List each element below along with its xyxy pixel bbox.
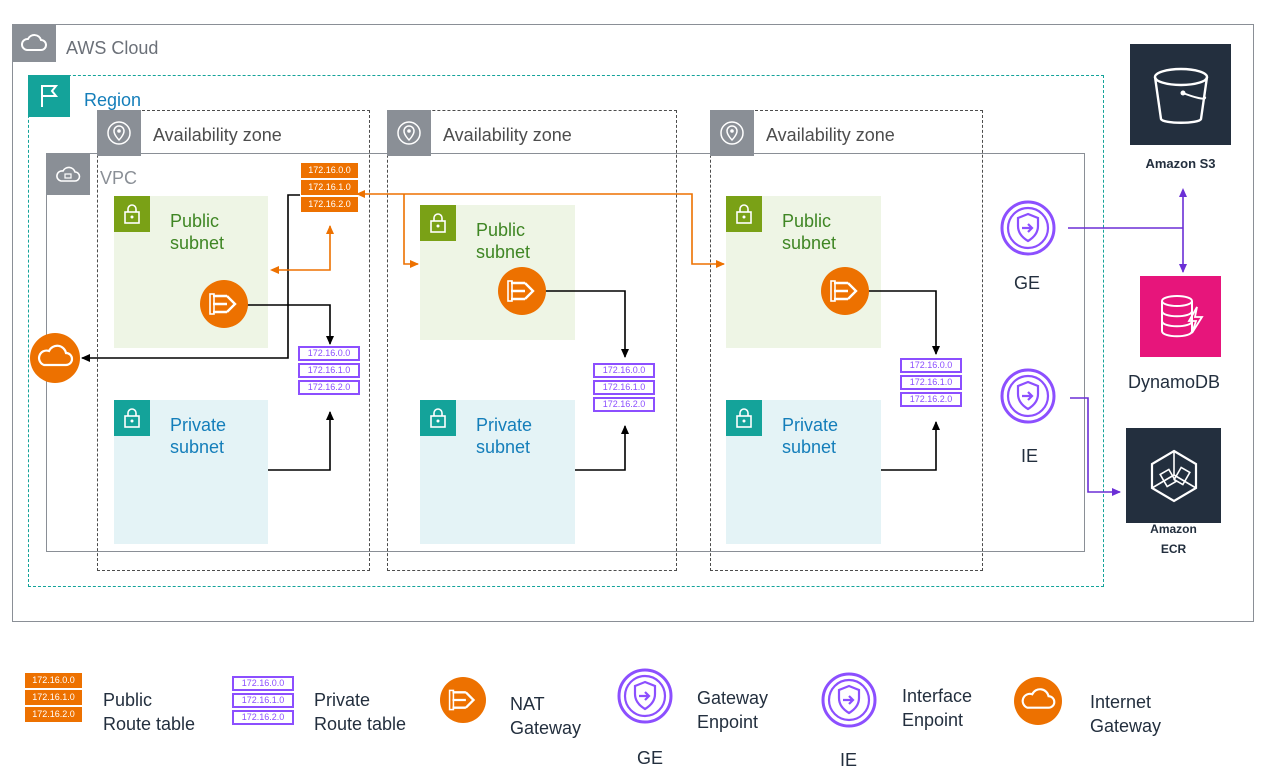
private-route-table-az3: 172.16.0.0 172.16.1.0 172.16.2.0: [900, 358, 962, 407]
lock-icon: [420, 400, 456, 436]
region-container: [28, 75, 1104, 587]
ie-label: IE: [1021, 446, 1039, 466]
legend-interface-endpoint-icon: [821, 672, 877, 733]
route-entry: 172.16.0.0: [593, 363, 655, 378]
legend-gateway-endpoint-icon: [617, 668, 673, 729]
region-label: Region: [84, 90, 142, 110]
vpc-cloud-lock-icon: [46, 153, 90, 195]
lock-icon: [114, 196, 150, 232]
availability-zone-1: [97, 110, 370, 571]
aws-cloud-container: [12, 24, 1254, 622]
interface-endpoint-icon: [1000, 368, 1056, 429]
legend-ie-abbr: IE: [840, 750, 858, 770]
route-entry: 172.16.1.0: [301, 180, 358, 195]
route-entry: 172.16.1.0: [593, 380, 655, 395]
route-entry: 172.16.2.0: [593, 397, 655, 412]
private-route-table-az1: 172.16.0.0 172.16.1.0 172.16.2.0: [298, 346, 360, 395]
legend-ge-abbr: GE: [637, 748, 664, 768]
amazon-s3-icon: [1130, 44, 1231, 145]
route-entry: 172.16.1.0: [298, 363, 360, 378]
legend-internet-gateway-icon: [1014, 677, 1062, 730]
location-pin-icon: [97, 110, 141, 156]
nat-gateway-icon: [498, 267, 546, 320]
dynamodb-label: DynamoDB: [1128, 372, 1221, 392]
vpc-label: VPC: [100, 168, 138, 188]
ge-label: GE: [1014, 273, 1041, 293]
internet-gateway-icon: [30, 333, 80, 388]
availability-zone-2: [387, 110, 677, 571]
aws-cloud-label: AWS Cloud: [66, 38, 159, 58]
route-entry: 172.16.2.0: [298, 380, 360, 395]
lock-icon: [114, 400, 150, 436]
az-2-label: Availability zone: [443, 125, 572, 145]
aws-cloud-icon: [12, 24, 56, 62]
route-entry: 172.16.2.0: [301, 197, 358, 212]
location-pin-icon: [387, 110, 431, 156]
public-route-table: 172.16.0.0 172.16.1.0 172.16.2.0: [301, 163, 358, 212]
lock-icon: [726, 196, 762, 232]
gateway-endpoint-icon: [1000, 200, 1056, 261]
location-pin-icon: [710, 110, 754, 156]
availability-zone-3: [710, 110, 983, 571]
route-entry: 172.16.0.0: [301, 163, 358, 178]
dynamodb-icon: [1140, 276, 1221, 357]
route-entry: 172.16.1.0: [900, 375, 962, 390]
az-1-label: Availability zone: [153, 125, 282, 145]
route-entry: 172.16.0.0: [298, 346, 360, 361]
amazon-ecr-icon: [1126, 428, 1221, 523]
legend-public-route-table-icon: 172.16.0.0 172.16.1.0 172.16.2.0: [25, 673, 82, 722]
region-flag-icon: [28, 75, 70, 117]
nat-gateway-icon: [821, 267, 869, 320]
amazon-s3-label: Amazon S3: [1145, 156, 1216, 171]
route-entry: 172.16.2.0: [900, 392, 962, 407]
az-3-label: Availability zone: [766, 125, 895, 145]
lock-icon: [726, 400, 762, 436]
legend-private-route-table-icon: 172.16.0.0 172.16.1.0 172.16.2.0: [232, 676, 294, 725]
nat-gateway-icon: [200, 280, 248, 333]
route-entry: 172.16.0.0: [900, 358, 962, 373]
legend-nat-gateway-icon: [440, 677, 486, 728]
private-route-table-az2: 172.16.0.0 172.16.1.0 172.16.2.0: [593, 363, 655, 412]
